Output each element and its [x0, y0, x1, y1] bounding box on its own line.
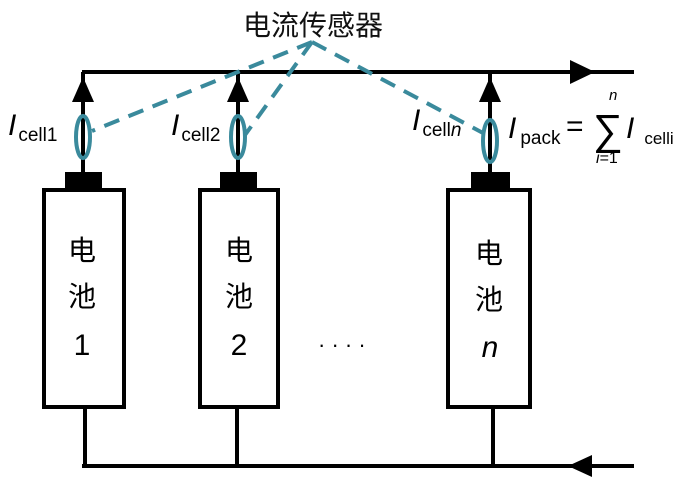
cell-2-label-line1: 电	[225, 234, 253, 267]
cell-n-body	[446, 188, 532, 409]
cell-1-terminal	[65, 172, 102, 192]
cells-ellipsis: · · · ·	[318, 332, 366, 357]
cell-1-label-index: 1	[74, 329, 91, 362]
cell-branch-n	[446, 72, 532, 466]
cell-1-label-line1: 电	[68, 234, 96, 267]
cell-branch-2	[198, 72, 280, 466]
top-bus-arrow-icon	[570, 60, 595, 84]
cell-branch-1	[42, 72, 126, 466]
cell-n-terminal	[471, 172, 510, 192]
cell-1-current-sensor-icon	[74, 114, 92, 160]
leader-line-cell-n	[311, 40, 484, 135]
cell-1-label: 电 池 1	[68, 234, 96, 362]
bottom-bus-arrow-icon	[568, 455, 592, 477]
leader-line-cell-1	[91, 40, 313, 133]
cell-2-label-line2: 池	[225, 280, 253, 313]
cell-n-label-line2: 池	[475, 283, 503, 316]
cell-1-up-arrow-icon	[72, 77, 94, 102]
cell-n-up-arrow-icon	[479, 77, 501, 102]
cell-2-terminal	[220, 172, 257, 192]
formula-lower-limit: i=1	[596, 150, 618, 167]
formula-equals: =	[566, 110, 584, 143]
formula-sigma: ∑	[593, 106, 623, 153]
cell-1-label-line2: 池	[68, 280, 96, 313]
cell-2-label-index: 2	[231, 329, 248, 362]
formula-upper-limit: n	[609, 87, 617, 104]
cell-2-current-sensor-icon	[229, 114, 247, 160]
cell-2-up-arrow-icon	[227, 77, 249, 102]
sensor-leader-lines	[91, 40, 484, 137]
cell-2-label: 电 池 2	[225, 234, 253, 362]
cell-n-label-line1: 电	[475, 237, 503, 270]
leader-line-cell-2	[243, 40, 314, 137]
cell-n-label-index: n	[482, 331, 499, 364]
cell-n-current-sensor-icon	[481, 118, 499, 164]
cell-n-label: 电 池 n	[475, 237, 503, 364]
current-sensor-label: 电流传感器	[243, 9, 383, 42]
